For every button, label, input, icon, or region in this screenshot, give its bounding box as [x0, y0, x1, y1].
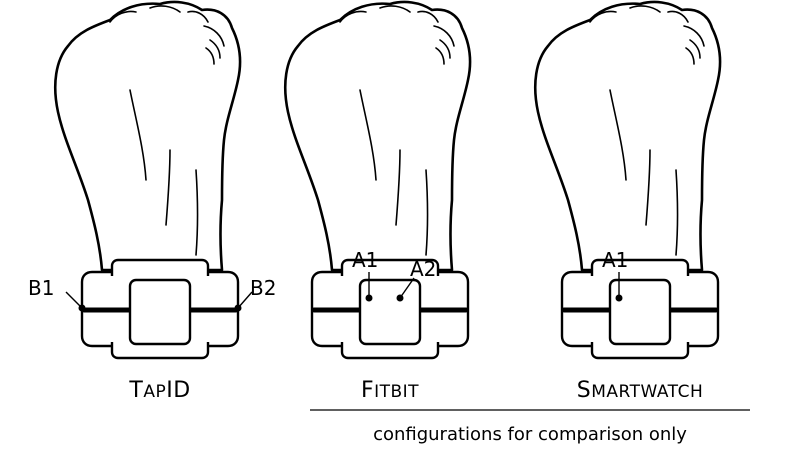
panel-caption: SMARTWATCH — [577, 378, 703, 403]
panel-smartwatch: A1 SMARTWATCH — [533, 0, 722, 403]
panel-caption: FITBIT — [361, 378, 419, 403]
marker-label: B1 — [28, 276, 54, 300]
marker-label: A1 — [602, 248, 628, 272]
hand-illustration — [283, 0, 472, 272]
footnote-text: configurations for comparison only — [373, 424, 687, 445]
wristband-illustration — [82, 260, 238, 358]
hand-illustration — [53, 0, 242, 272]
marker-b2: B2 — [234, 276, 276, 312]
panel-caption: TAPID — [128, 378, 190, 403]
marker-a1: A1 — [352, 248, 378, 302]
wristband-illustration — [312, 260, 468, 358]
hand-illustration — [533, 0, 722, 272]
wristband-illustration — [562, 260, 718, 358]
panel-fitbit: A1 A2 FITBIT — [283, 0, 472, 403]
panel-tapid: B1 B2 TAPID — [28, 0, 276, 403]
marker-b1: B1 — [28, 276, 86, 312]
marker-label: A2 — [410, 257, 436, 281]
marker-a2: A2 — [396, 257, 436, 302]
marker-label: A1 — [352, 248, 378, 272]
marker-label: B2 — [250, 276, 276, 300]
marker-a1: A1 — [602, 248, 628, 302]
